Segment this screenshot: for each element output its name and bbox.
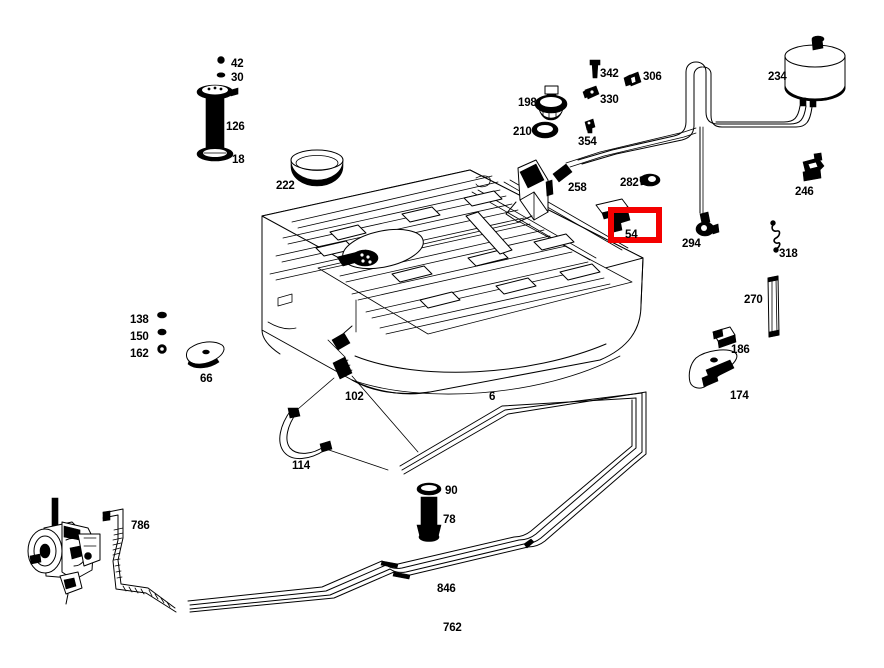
part-234-charcoal-canister xyxy=(784,35,846,108)
part-786-fuel-line xyxy=(102,508,177,613)
label-210: 210 xyxy=(513,126,532,138)
label-18: 18 xyxy=(232,154,245,166)
label-174: 174 xyxy=(730,390,749,402)
label-186: 186 xyxy=(731,344,750,356)
part-306-clip xyxy=(623,71,642,87)
part-42-icon xyxy=(217,56,225,64)
highlight-box-part-54 xyxy=(608,207,662,243)
label-102: 102 xyxy=(345,391,364,403)
label-198: 198 xyxy=(518,97,537,109)
label-150: 150 xyxy=(130,331,149,343)
part-246-clamp xyxy=(802,152,825,182)
part-66-tank-pad xyxy=(186,341,225,369)
label-90: 90 xyxy=(445,485,457,497)
part-210-seal-ring xyxy=(531,121,559,139)
part-258-connector xyxy=(552,163,573,183)
part-114-fuel-hose xyxy=(279,407,333,459)
label-6: 6 xyxy=(489,391,495,403)
part-318-spring-clip xyxy=(770,220,781,253)
part-354-clip xyxy=(584,118,596,134)
label-78: 78 xyxy=(443,514,456,526)
part-labels: 42 30 126 18 222 138 150 162 66 102 114 … xyxy=(130,58,814,634)
part-78-drain-plug xyxy=(416,496,442,542)
label-330: 330 xyxy=(600,94,619,106)
label-66: 66 xyxy=(200,373,212,385)
part-330-clip xyxy=(582,85,600,100)
part-222-fuel-cap xyxy=(290,149,344,187)
part-162-icon xyxy=(157,344,167,354)
part-30-icon xyxy=(216,72,226,78)
part-102-hose-clamp xyxy=(332,356,353,380)
label-114: 114 xyxy=(292,460,311,472)
vapor-lines xyxy=(565,61,813,214)
tank-deck-pads xyxy=(315,190,601,309)
fuel-lines xyxy=(187,391,647,613)
label-42: 42 xyxy=(231,58,243,70)
part-126-fuel-level-sender xyxy=(196,84,239,162)
label-162: 162 xyxy=(130,348,149,360)
label-246: 246 xyxy=(795,186,814,198)
label-306: 306 xyxy=(643,71,662,83)
label-282: 282 xyxy=(620,177,639,189)
part-174-tank-strap xyxy=(688,349,738,389)
fuel-tank-body xyxy=(261,169,644,395)
label-54: 54 xyxy=(625,229,638,241)
label-762: 762 xyxy=(443,622,462,634)
label-258: 258 xyxy=(568,182,587,194)
part-150-icon xyxy=(157,328,167,336)
part-90-seal-ring xyxy=(416,482,442,496)
label-30: 30 xyxy=(231,72,243,84)
label-222: 222 xyxy=(276,180,295,192)
part-270-rubber-block xyxy=(767,275,780,338)
label-138: 138 xyxy=(130,314,149,326)
part-282-grommet xyxy=(639,173,661,187)
label-846: 846 xyxy=(437,583,456,595)
tank-outlet-nipple xyxy=(331,325,353,351)
label-318: 318 xyxy=(779,248,798,260)
label-786: 786 xyxy=(131,520,150,532)
label-126: 126 xyxy=(226,121,245,133)
part-294-fitting xyxy=(695,211,720,237)
label-342: 342 xyxy=(600,68,619,80)
filler-neck xyxy=(505,159,554,223)
part-138-icon xyxy=(157,311,167,319)
label-270: 270 xyxy=(744,294,763,306)
label-354: 354 xyxy=(578,136,597,148)
label-294: 294 xyxy=(682,238,701,250)
label-234: 234 xyxy=(768,71,787,83)
fuel-pump xyxy=(27,497,101,605)
part-342-screw xyxy=(589,59,601,79)
part-198-vent-valve xyxy=(534,85,568,121)
part-186-bracket xyxy=(712,326,737,349)
